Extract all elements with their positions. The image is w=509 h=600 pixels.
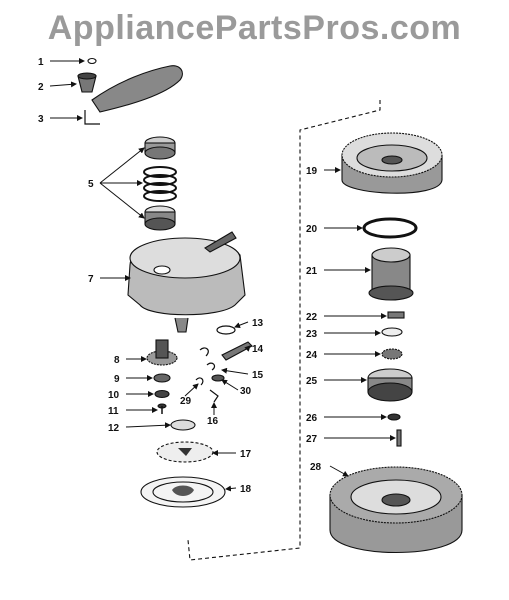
label-5: 5 <box>88 179 94 190</box>
part-25-cam <box>367 368 413 402</box>
part-10-washer <box>154 389 170 399</box>
part-19-ring-gear-housing <box>341 132 443 194</box>
label-27: 27 <box>306 434 318 445</box>
part-21-drive-body <box>368 247 414 301</box>
label-28: 28 <box>310 462 322 473</box>
label-16: 16 <box>207 416 219 427</box>
label-12: 12 <box>108 423 120 434</box>
part-24-small-gear <box>381 348 403 360</box>
part-23-washer <box>381 327 403 337</box>
label-13: 13 <box>252 318 264 329</box>
part-28-base-ring-gear <box>329 466 463 554</box>
label-8: 8 <box>114 355 120 366</box>
label-3: 3 <box>38 114 44 125</box>
dashed-assembly-line <box>187 100 381 561</box>
part-13-ring-clip <box>216 325 236 335</box>
leader-lines <box>49 58 396 492</box>
part-18-disc <box>140 476 226 508</box>
part-17-toothed-plate <box>156 441 214 463</box>
part-5-spring-assembly <box>143 136 177 231</box>
part-11-screw <box>157 403 167 414</box>
part-22-key <box>387 311 405 319</box>
label-7: 7 <box>88 274 94 285</box>
label-18: 18 <box>240 484 252 495</box>
label-26: 26 <box>306 413 318 424</box>
label-17: 17 <box>240 449 252 460</box>
label-24: 24 <box>306 350 318 361</box>
part-9-washer <box>153 373 171 383</box>
label-29: 29 <box>180 396 192 407</box>
part-number-labels: 1 2 3 5 7 8 9 10 11 12 13 14 15 16 17 18… <box>38 57 322 495</box>
part-1-pin <box>87 57 97 65</box>
label-19: 19 <box>306 166 318 177</box>
part-7-housing-cover <box>127 231 246 333</box>
label-2: 2 <box>38 82 44 93</box>
label-15: 15 <box>252 370 264 381</box>
part-14-lever <box>221 341 253 361</box>
label-20: 20 <box>306 224 318 235</box>
label-30: 30 <box>240 386 252 397</box>
part-3-handle-crank <box>84 65 183 125</box>
label-9: 9 <box>114 374 120 385</box>
part-20-o-ring <box>362 217 418 239</box>
label-23: 23 <box>306 329 318 340</box>
label-22: 22 <box>306 312 318 323</box>
label-1: 1 <box>38 57 44 68</box>
part-12-ring <box>170 419 196 431</box>
small-clips <box>195 347 225 403</box>
watermark-text: AppliancePartsPros.com <box>47 9 462 47</box>
part-27-pin <box>396 429 402 447</box>
label-14: 14 <box>252 344 264 355</box>
label-10: 10 <box>108 390 120 401</box>
part-26-nut <box>387 413 401 421</box>
label-21: 21 <box>306 266 318 277</box>
label-25: 25 <box>306 376 318 387</box>
label-11: 11 <box>108 406 119 417</box>
part-2-knob <box>77 72 97 93</box>
part-8-gear <box>146 339 178 366</box>
